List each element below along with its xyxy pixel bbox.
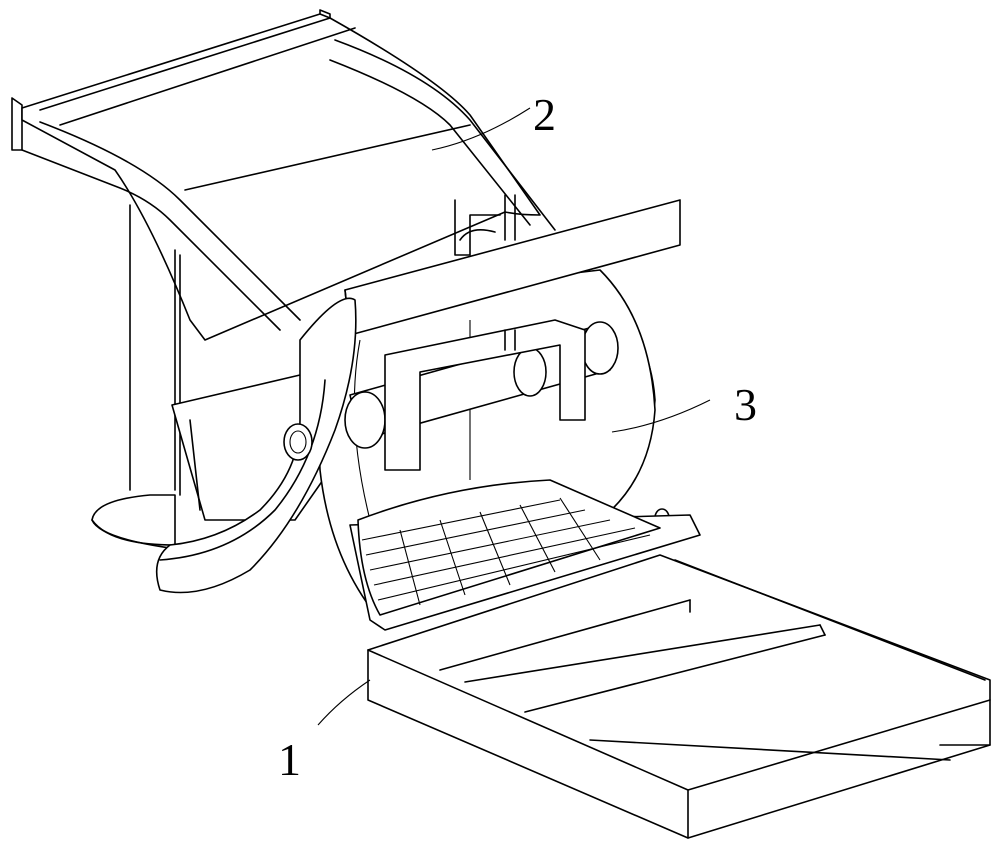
upper-frame-part-2: [11, 9, 556, 549]
leader-line-3: [611, 399, 711, 433]
reference-labels: 2 3 1: [278, 89, 757, 785]
label-part-1: 1: [278, 734, 301, 785]
drum-assembly-part-3: [155, 199, 701, 631]
label-part-2: 2: [533, 89, 556, 140]
screen-grate: [357, 479, 661, 616]
label-part-3: 3: [734, 379, 757, 430]
leader-line-2: [431, 107, 531, 151]
discharge-tray-part-1: [367, 554, 991, 839]
leader-line-1: [317, 679, 371, 726]
